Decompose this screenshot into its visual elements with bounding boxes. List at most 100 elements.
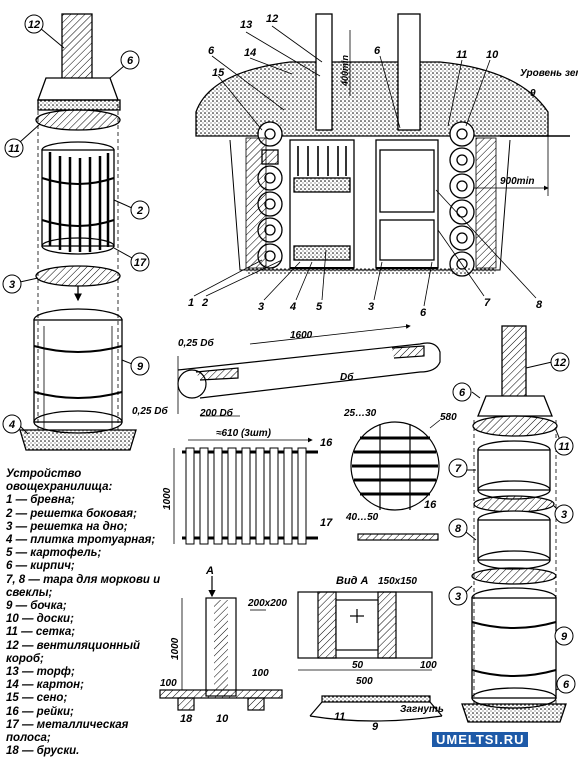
legend-item: 12 — вентиляционный короб; (6, 639, 141, 665)
round-grate (350, 419, 441, 541)
cellar-dim-400: 400min (340, 54, 350, 87)
left-stack-labels: 12 6 11 2 17 3 9 4 (8, 19, 147, 431)
cellar-vent-pipe (315, 13, 333, 131)
cellar-num-1: 1 (188, 297, 194, 309)
cellar-num-5: 5 (316, 301, 323, 313)
left-stack-num-6: 6 (127, 55, 134, 67)
right-stack-8: 8 (455, 523, 462, 535)
legend-item: 2 — решетка боковая; (6, 507, 137, 520)
left-callout-4 (2, 414, 22, 434)
round-grate-d: 580 (440, 412, 457, 423)
legend-item: 6 — кирпич; (6, 560, 75, 573)
right-stack-labels: 12 6 11 7 3 8 3 9 6 (455, 357, 570, 691)
cellar-ground-label: Уровень земли (520, 68, 578, 79)
right-stack-3a: 3 (561, 509, 567, 521)
legend: Устройство овощехранилища: 1 — бревна; 2… (6, 468, 176, 758)
left-stack-num-12: 12 (28, 19, 40, 31)
right-stack-7: 7 (455, 463, 462, 475)
vent-height: 1000 (170, 637, 181, 660)
cellar-num-11: 11 (456, 49, 467, 61)
right-stack-6b: 6 (563, 679, 570, 691)
legend-item: 11 — сетка; (6, 626, 76, 639)
right-stack-12: 12 (554, 357, 566, 369)
view-a-drawing (297, 591, 443, 722)
view-100: 100 (420, 660, 437, 671)
left-stack-num-9: 9 (137, 361, 144, 373)
cellar-num-14: 14 (244, 47, 256, 59)
right-stack-11: 11 (558, 441, 569, 453)
left-barrel (33, 319, 123, 423)
pole-labels: 0,25 Dб 0,25 Dб 1600 Dб 200 Dб (132, 330, 354, 419)
view-num-11: 11 (334, 711, 345, 723)
cellar-logs-right (449, 121, 475, 277)
left-callout-9 (130, 356, 150, 376)
view-50: 50 (352, 660, 364, 671)
cellar-num-6a: 6 (208, 45, 215, 57)
vent-a: А (205, 565, 214, 577)
legend-item: 15 — сено; (6, 692, 68, 705)
cellar-section (195, 13, 570, 277)
view-bend: Загнуть (400, 704, 444, 715)
left-stack-num-17: 17 (134, 257, 147, 269)
legend-item: 5 — картофель; (6, 547, 102, 560)
cellar-num-2: 2 (201, 297, 208, 309)
legend-item: 3 — решетка на дно; (6, 520, 128, 533)
vent-box-drawing (159, 576, 283, 711)
legend-item: 18 — бруски. (6, 745, 80, 758)
cellar-mound (195, 61, 549, 137)
view-section: 150х150 (378, 576, 417, 587)
vent-num-18: 18 (180, 713, 193, 725)
cellar-vent-pipe-2 (397, 13, 421, 131)
legend-item: 13 — торф; (6, 666, 75, 679)
left-callout-3 (2, 274, 22, 294)
pole-d1: 0,25 Dб (178, 337, 214, 349)
cellar-leaders (193, 25, 537, 307)
pole-drawing (177, 324, 441, 417)
left-stack-callouts (2, 14, 150, 435)
grate-height: 1000 (162, 487, 173, 510)
view-a-labels: Вид А 150х150 50 100 500 11 9 Загнуть (334, 575, 444, 733)
pole-len: 1600 (290, 330, 313, 341)
left-stack-num-2: 2 (136, 205, 143, 217)
cellar-num-7: 7 (484, 297, 491, 309)
right-stack-6: 6 (459, 387, 466, 399)
right-stack-callouts (448, 352, 576, 694)
legend-item: 17 — металлическая полоса; (6, 718, 129, 745)
right-stack-3b: 3 (455, 591, 461, 603)
cellar-num-3b: 3 (368, 301, 374, 313)
pole-d3: 200 Dб (199, 407, 234, 419)
left-stack-assembly (19, 13, 137, 451)
cellar-num-6b: 6 (374, 45, 381, 57)
legend-item: 9 — бочка; (6, 600, 67, 613)
legend-item: 10 — доски; (6, 613, 74, 626)
left-callout-12 (24, 14, 44, 34)
flat-grate-labels: ≈610 (3шт) 1000 16 17 (162, 428, 333, 529)
flat-grate (173, 437, 318, 545)
vent-100b: 100 (160, 678, 177, 689)
left-callout-2 (130, 200, 150, 220)
cellar-ground-num: 9 (530, 88, 536, 99)
legend-item: 1 — бревна; (6, 494, 75, 507)
cellar-num-4: 4 (289, 301, 296, 313)
watermark: UMELTSI.RU (432, 732, 529, 747)
left-callout-11 (4, 138, 24, 158)
legend-title: Устройство овощехранилища: (6, 468, 113, 494)
legend-item: 7, 8 — тара для моркови и свеклы; (6, 573, 161, 599)
view-500: 500 (356, 676, 373, 687)
pole-d2: 0,25 Dб (132, 405, 168, 417)
cellar-num-3a: 3 (258, 301, 264, 313)
left-callout-6 (120, 50, 140, 70)
left-stack-num-4: 4 (8, 419, 15, 431)
cellar-num-12: 12 (266, 13, 278, 25)
cellar-labels: 13 12 14 6 15 6 11 10 1 2 3 4 5 3 6 7 8 … (188, 13, 578, 319)
grate-width: ≈610 (3шт) (216, 428, 272, 439)
cellar-dim-900: 900min (500, 176, 534, 187)
cellar-num-13: 13 (240, 19, 252, 31)
legend-item: 16 — рейки; (6, 705, 74, 718)
left-stack-num-11: 11 (8, 143, 19, 155)
grate-num-16: 16 (320, 437, 333, 449)
right-stack-9: 9 (561, 631, 568, 643)
view-num-9: 9 (372, 721, 379, 733)
